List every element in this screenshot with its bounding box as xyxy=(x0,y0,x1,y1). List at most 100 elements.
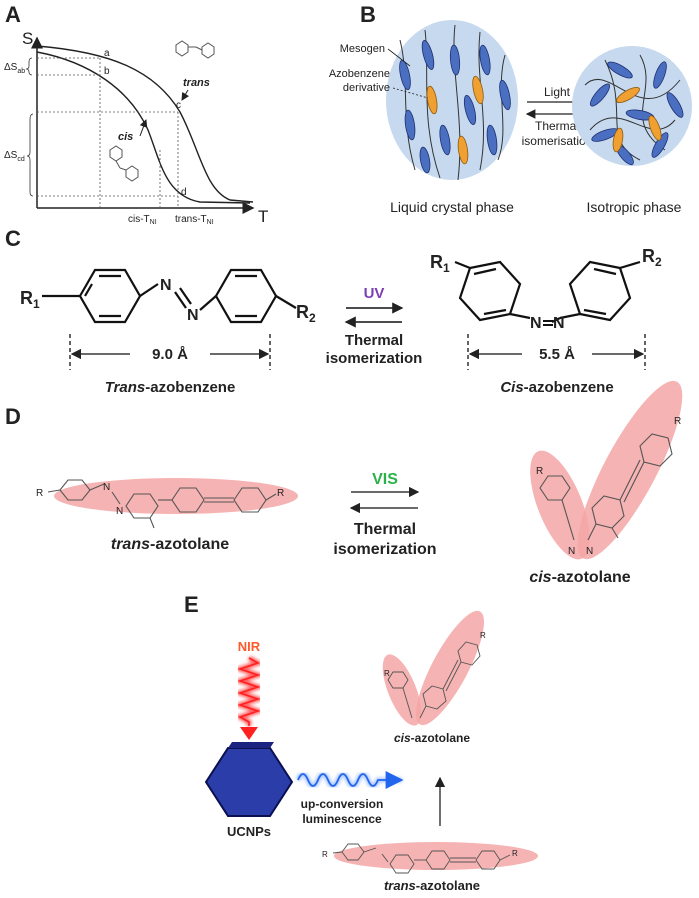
trans-pointer xyxy=(181,89,190,101)
cis-n2: N xyxy=(553,315,565,332)
e-trans-azotolane-structure xyxy=(332,843,511,874)
guide-lines xyxy=(37,57,179,208)
lc-phase-label: Liquid crystal phase xyxy=(390,199,514,215)
cis-azotolane-highlight-left xyxy=(530,450,590,560)
e-cis-azotolane-name: cis-azotolane xyxy=(394,731,470,745)
cis-n1: N xyxy=(530,315,542,332)
thermal-label-b1: Thermal xyxy=(535,119,579,133)
cis-azotolane-r1: R xyxy=(536,466,543,477)
x-axis-label: T xyxy=(258,207,268,226)
cis-azotolane-n1: N xyxy=(568,546,575,557)
cis-curve xyxy=(36,51,251,204)
mesogen-pointer xyxy=(387,48,411,67)
trans-length-bar xyxy=(69,334,271,370)
cis-azotolane-n2: N xyxy=(586,546,593,557)
cis-length-label: 5.5 Å xyxy=(539,346,575,363)
cis-azotolane-r2: R xyxy=(674,416,681,427)
iso-mesogens xyxy=(589,61,684,166)
e-trans-r2: R xyxy=(512,849,518,858)
trans-length-label: 9.0 Å xyxy=(152,346,188,363)
point-d: d xyxy=(181,187,187,198)
cis-tni-label: cis-TNI xyxy=(128,214,157,226)
cis-r2: R2 xyxy=(642,246,662,269)
cis-azotolane-name: cis-azotolane xyxy=(529,569,630,586)
e-cis-r1: R xyxy=(384,669,390,678)
thermal-label-c1: Thermal xyxy=(345,332,403,349)
e-trans-azotolane-name: trans-azotolane xyxy=(384,878,480,893)
panel-a: A S T a b c d ΔSab ΔScd xyxy=(4,2,268,226)
trans-r2: R2 xyxy=(296,302,316,325)
cis-azobenzene-structure xyxy=(454,260,641,323)
nir-label: NIR xyxy=(238,639,261,654)
thermal-label-b2: isomerisation xyxy=(522,134,593,148)
trans-azotolane-name: trans-azotolane xyxy=(111,536,229,553)
panel-letter-d: D xyxy=(5,404,21,429)
panel-letter-c: C xyxy=(5,226,21,251)
trans-azobenzene-name: Trans-azobenzene xyxy=(105,379,236,396)
e-cis-highlight-right xyxy=(416,610,484,726)
azobenzene-label-line2: derivative xyxy=(343,82,390,94)
cis-azotolane-highlight-right xyxy=(577,380,683,560)
azobenzene-label-line1: Azobenzene xyxy=(329,68,390,80)
panel-letter-b: B xyxy=(360,2,376,27)
panel-c: C R1 N N R2 9.0 Å Trans-a xyxy=(5,226,662,396)
y-axis-label: S xyxy=(22,29,33,48)
panel-letter-a: A xyxy=(5,2,21,27)
nir-wave xyxy=(237,657,261,726)
point-c: c xyxy=(176,100,181,111)
point-a: a xyxy=(104,48,110,59)
trans-n2: N xyxy=(187,307,199,324)
trans-azotolane-r2: R xyxy=(277,488,284,499)
uv-label: UV xyxy=(364,285,385,302)
ucnps-label: UCNPs xyxy=(227,824,271,839)
upconversion-wave xyxy=(297,771,404,789)
cis-azobenzene-name: Cis-azobenzene xyxy=(500,379,613,396)
ucnps-hexagon xyxy=(204,747,294,817)
mesogen-label: Mesogen xyxy=(340,43,385,55)
trans-curve xyxy=(36,45,254,203)
e-trans-highlight xyxy=(334,842,538,870)
cis-azotolane-structure xyxy=(539,433,673,541)
cis-pointer xyxy=(139,119,148,137)
cis-molecule-icon xyxy=(109,145,139,182)
iso-azobenzenes xyxy=(612,87,662,153)
trans-azotolane-structure xyxy=(47,479,277,529)
cis-r1: R1 xyxy=(430,252,450,275)
trans-azotolane-n2: N xyxy=(116,506,123,517)
thermal-label-d2: isomerization xyxy=(333,541,436,558)
delta-s-cd: ΔScd xyxy=(4,150,25,163)
lc-mesogens xyxy=(399,40,511,174)
trans-r1: R1 xyxy=(20,288,40,311)
e-cis-azotolane-structure xyxy=(387,641,481,719)
trans-molecule-icon xyxy=(175,40,215,59)
ucnps-hexagon-top xyxy=(228,742,274,748)
upconversion-label-line2: luminescence xyxy=(302,812,382,826)
trans-azotolane-highlight xyxy=(54,478,298,514)
nir-arrow-head xyxy=(240,727,258,740)
upconversion-label-line1: up-conversion xyxy=(301,797,384,811)
point-b: b xyxy=(104,66,110,77)
brace-cd xyxy=(26,113,34,197)
trans-tni-label: trans-TNI xyxy=(175,214,214,226)
trans-azobenzene-structure xyxy=(42,268,297,324)
trans-azotolane-n1: N xyxy=(103,482,110,493)
panel-e: E NIR UCNPs up-conversion luminescence R xyxy=(184,592,538,893)
cis-length-bar xyxy=(467,334,646,370)
brace-ab xyxy=(25,57,33,76)
thermal-label-c2: isomerization xyxy=(326,350,423,367)
e-cis-r2: R xyxy=(480,631,486,640)
cis-label: cis xyxy=(118,131,133,143)
trans-n1: N xyxy=(160,277,172,294)
e-trans-r1: R xyxy=(322,850,328,859)
lc-azobenzenes xyxy=(426,75,484,165)
panel-d: D R R N N trans-azotolane VIS Thermal is… xyxy=(5,380,683,586)
vis-label: VIS xyxy=(372,471,398,488)
panel-b: B Mesogen Azobenzene d xyxy=(329,2,692,215)
thermal-label-d1: Thermal xyxy=(354,521,416,538)
trans-azotolane-r1: R xyxy=(36,488,43,499)
delta-s-ab: ΔSab xyxy=(4,62,25,75)
panel-letter-e: E xyxy=(184,592,199,617)
trans-label: trans xyxy=(183,77,210,89)
iso-phase-label: Isotropic phase xyxy=(587,199,682,215)
